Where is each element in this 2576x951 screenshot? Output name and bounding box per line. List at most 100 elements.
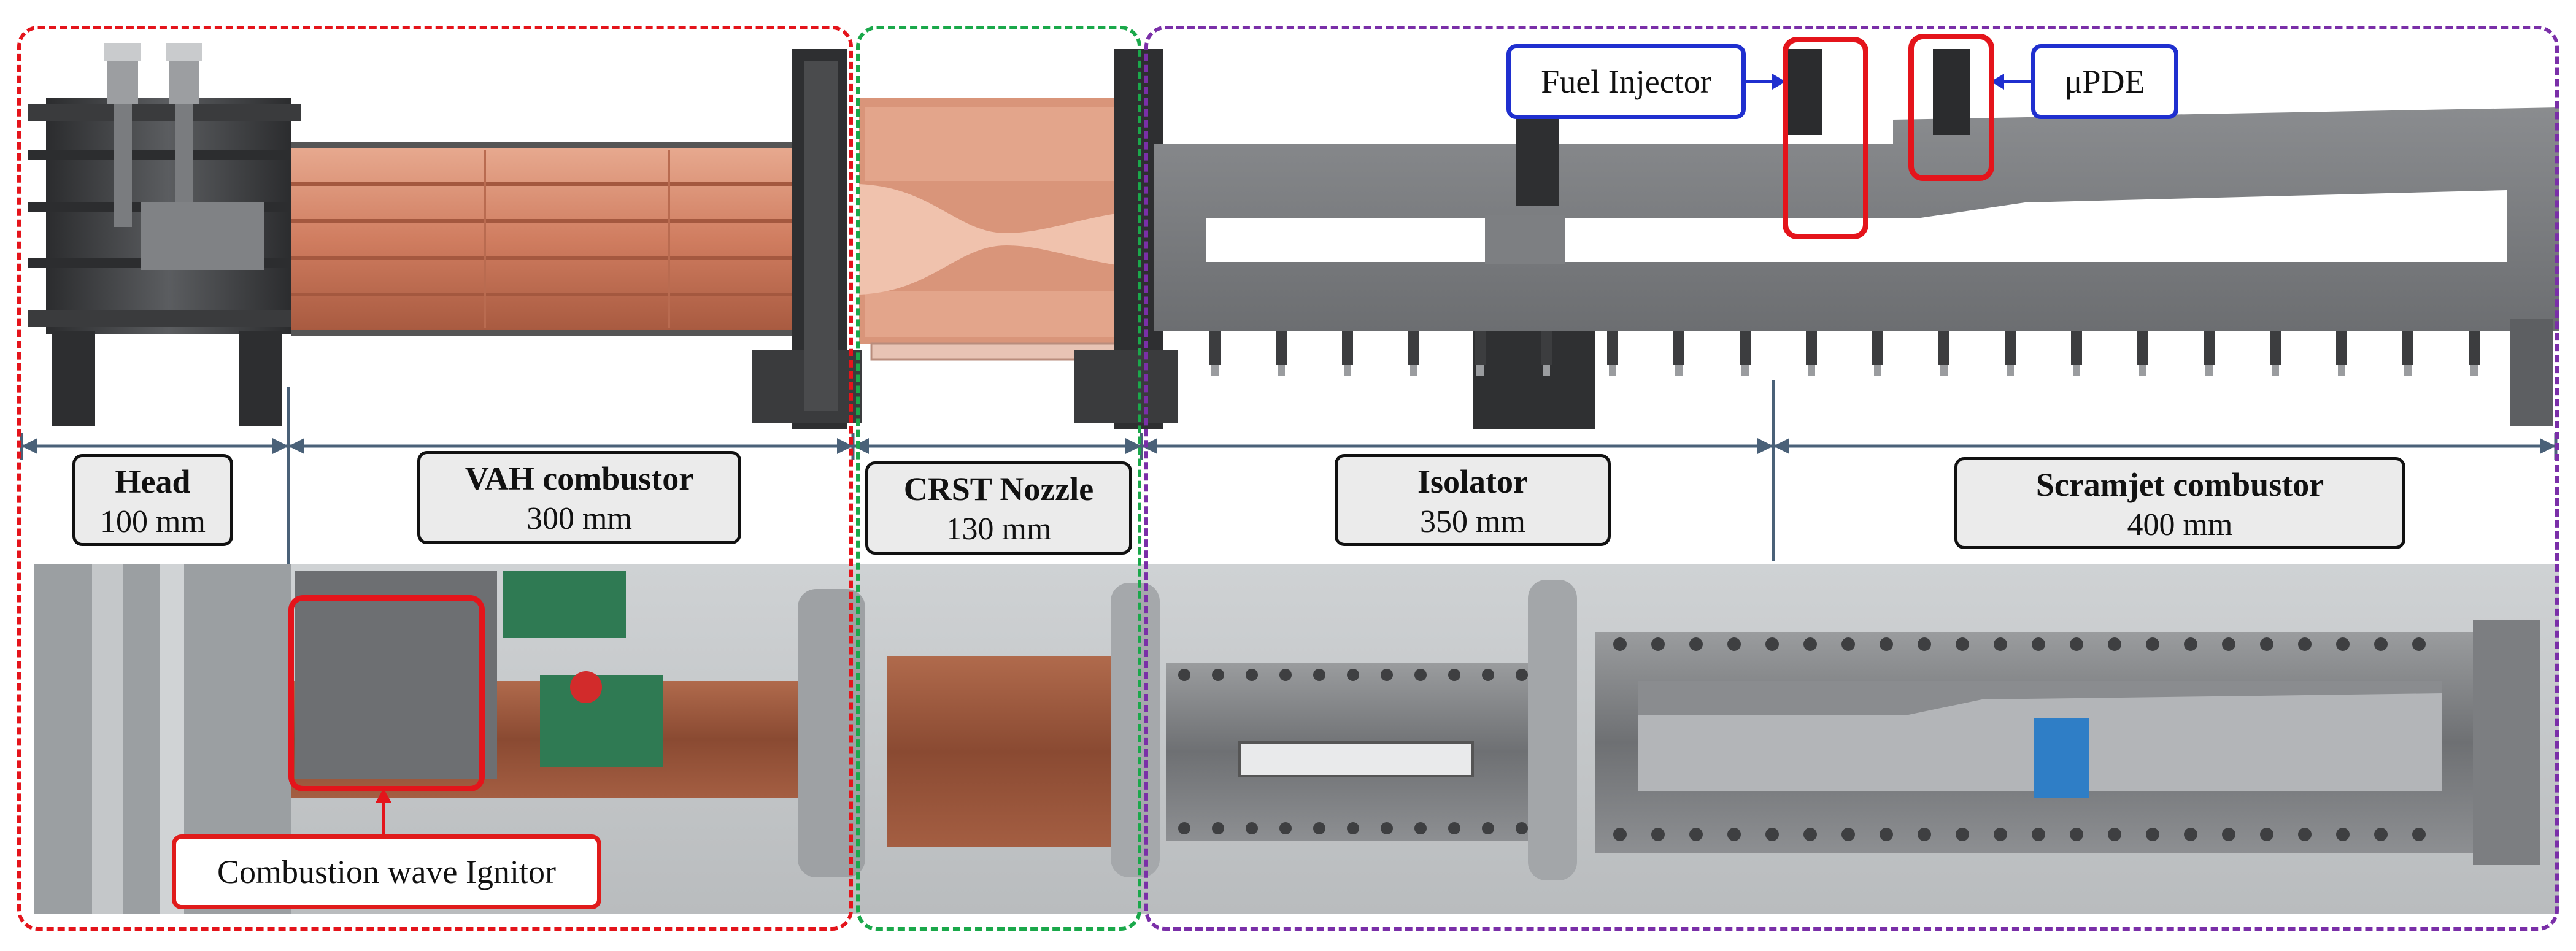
arrowhead-icon (288, 438, 304, 454)
section-length: 400 mm (2127, 507, 2233, 542)
bolt-icon (2146, 828, 2159, 841)
pressure-port-icon (2071, 331, 2082, 376)
bolt-icon (1727, 637, 1741, 651)
bolt-icon (1956, 828, 1969, 841)
ignitor-callout: Combustion wave Ignitor (172, 834, 601, 909)
bolt-icon (1246, 669, 1258, 681)
bolt-icon (1482, 669, 1494, 681)
bolt-icon (2336, 828, 2350, 841)
isolator-scramjet-schematic (1154, 49, 2559, 429)
pressure-port-icon (1740, 331, 1751, 376)
bolt-icon (1918, 828, 1931, 841)
bolt-icon (1918, 637, 1931, 651)
section-title: Scramjet combustor (2035, 466, 2324, 503)
callout-arrows (376, 74, 2031, 837)
arrowhead-icon (853, 438, 869, 454)
section-length: 100 mm (100, 504, 206, 539)
ignitor-highlight (288, 595, 485, 791)
bolt-icon (2184, 828, 2197, 841)
bolt-icon (1841, 828, 1855, 841)
section-length: 130 mm (946, 511, 1052, 547)
section-label-head: Head 100 mm (72, 454, 233, 546)
section-title: Isolator (1417, 463, 1528, 500)
bolt-icon (1347, 822, 1359, 834)
bolt-icon (1212, 822, 1224, 834)
pressure-port-icon (2204, 331, 2215, 376)
bolt-icon (1178, 822, 1190, 834)
section-title: CRST Nozzle (903, 471, 1094, 507)
pressure-port-icon (1872, 331, 1883, 376)
bolt-icon (1689, 828, 1703, 841)
section-length: 350 mm (1420, 504, 1525, 539)
bolt-icon (2412, 637, 2426, 651)
bolt-icon (2374, 828, 2388, 841)
bolt-icon (1279, 669, 1292, 681)
bolt-icon (1803, 828, 1817, 841)
bolt-icon (2070, 828, 2083, 841)
bolt-icon (1381, 669, 1393, 681)
bolt-icon (1651, 828, 1665, 841)
bolt-icon (2108, 637, 2121, 651)
bolt-icon (1994, 637, 2007, 651)
section-label-crst-nozzle: CRST Nozzle 130 mm (865, 461, 1132, 555)
pressure-port-icon (2137, 331, 2148, 376)
dimension-arrows (21, 438, 2556, 454)
pressure-port-icon (1209, 331, 1221, 376)
bolt-icon (2298, 637, 2312, 651)
arrowhead-icon (1125, 438, 1141, 454)
bolt-icon (2336, 637, 2350, 651)
arrowhead-icon (837, 438, 853, 454)
bolt-icon (2070, 637, 2083, 651)
bolt-icon (1313, 669, 1325, 681)
pressure-port-icon (1276, 331, 1287, 376)
bolt-icon (1482, 822, 1494, 834)
pressure-port-icon (1673, 331, 1684, 376)
pressure-port-icon (1475, 331, 1486, 376)
pressure-port-icon (1938, 331, 1949, 376)
arrowhead-icon (21, 438, 37, 454)
arrowhead-icon (272, 438, 288, 454)
pressure-port-icon (2469, 331, 2480, 376)
fuel-injector-highlight (1783, 37, 1868, 239)
bolt-icon (2298, 828, 2312, 841)
section-label-scramjet-combustor: Scramjet combustor 400 mm (1954, 457, 2405, 549)
bolt-icon (1613, 637, 1627, 651)
bolt-icon (1689, 637, 1703, 651)
pressure-port-row (1209, 331, 2480, 376)
pressure-port-icon (1408, 331, 1419, 376)
bolt-icon (1178, 669, 1190, 681)
bolt-icon (2412, 828, 2426, 841)
bolt-icon (1246, 822, 1258, 834)
pressure-port-icon (1806, 331, 1817, 376)
updе-callout: μPDE (2031, 44, 2178, 119)
photo-bolt-row (1178, 637, 2426, 841)
photo-of-test-rig (34, 564, 2559, 914)
scramjet-group-box (1144, 26, 2559, 931)
crst-nozzle-schematic (859, 49, 1178, 429)
section-length: 300 mm (526, 501, 632, 536)
bolt-icon (2260, 828, 2273, 841)
bolt-icon (2032, 828, 2045, 841)
section-title: VAH combustor (465, 460, 694, 497)
bolt-icon (1880, 637, 1893, 651)
section-label-isolator: Isolator 350 mm (1335, 454, 1611, 546)
bolt-icon (1841, 637, 1855, 651)
bolt-icon (2184, 637, 2197, 651)
bolt-icon (1727, 828, 1741, 841)
bolt-icon (1651, 637, 1665, 651)
bolt-icon (1956, 637, 1969, 651)
bolt-icon (2146, 637, 2159, 651)
bolt-icon (1765, 637, 1779, 651)
pressure-port-icon (2402, 331, 2413, 376)
arrowhead-icon (1141, 438, 1157, 454)
arrowhead-icon (2540, 438, 2556, 454)
bolt-icon (1414, 669, 1427, 681)
bolt-icon (1448, 669, 1460, 681)
bolt-icon (1613, 828, 1627, 841)
bolt-icon (1765, 828, 1779, 841)
bolt-icon (1313, 822, 1325, 834)
bolt-icon (1880, 828, 1893, 841)
combustor-group-box (17, 26, 853, 931)
bolt-icon (2032, 637, 2045, 651)
